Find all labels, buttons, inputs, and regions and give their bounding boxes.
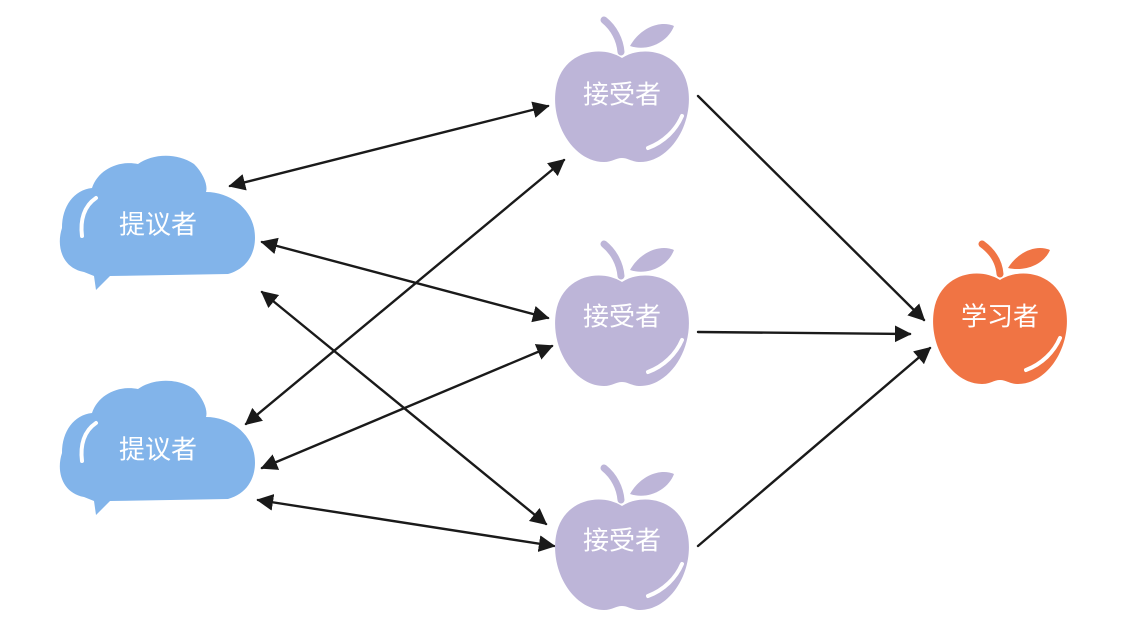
acceptor-2-label: 接受者 — [583, 303, 661, 333]
leaf-icon — [630, 472, 674, 496]
arrow-proposer-1-to-acceptor-2 — [260, 237, 550, 323]
acceptor-node-2: 接受者 — [555, 240, 689, 386]
proposer-1-label: 提议者 — [119, 211, 197, 241]
highlight-stroke — [646, 562, 684, 598]
cloud-icon — [59, 380, 255, 515]
stem-icon — [600, 16, 625, 56]
highlight-stroke — [79, 196, 98, 238]
learner-label: 学习者 — [961, 303, 1039, 333]
highlight-stroke — [1024, 336, 1062, 372]
proposer-2-label: 提议者 — [119, 436, 197, 466]
apple-icon — [555, 275, 689, 386]
arrow-proposer-2-to-acceptor-1 — [244, 158, 566, 426]
arrow-proposer-2-to-acceptor-2 — [260, 344, 554, 470]
apple-icon — [555, 499, 689, 610]
highlight-stroke — [79, 421, 98, 463]
arrow-acceptor-1-to-learner — [696, 94, 926, 322]
highlight-stroke — [646, 114, 684, 150]
stem-icon — [600, 464, 625, 504]
acceptor-node-1: 接受者 — [555, 16, 689, 162]
proposer-node-1: 提议者 — [59, 155, 255, 290]
highlight-stroke — [646, 338, 684, 374]
arrow-acceptor-2-to-learner — [696, 325, 912, 343]
acceptor-3-label: 接受者 — [583, 527, 661, 557]
acceptor-node-3: 接受者 — [555, 464, 689, 610]
acceptor-1-label: 接受者 — [583, 81, 661, 111]
apple-icon — [555, 51, 689, 162]
arrow-proposer-2-to-acceptor-3 — [256, 494, 556, 552]
stem-icon — [600, 240, 625, 280]
cloud-icon — [59, 155, 255, 290]
apple-icon — [933, 273, 1067, 384]
arrow-acceptor-3-to-learner — [696, 346, 932, 548]
leaf-icon — [630, 24, 674, 48]
stem-icon — [978, 240, 1004, 278]
leaf-icon — [630, 248, 674, 272]
arrow-proposer-1-to-acceptor-1 — [228, 101, 550, 191]
edges-layer — [228, 94, 932, 552]
learner-node: 学习者 — [933, 240, 1067, 384]
proposer-node-2: 提议者 — [59, 380, 255, 515]
leaf-icon — [1008, 248, 1050, 270]
